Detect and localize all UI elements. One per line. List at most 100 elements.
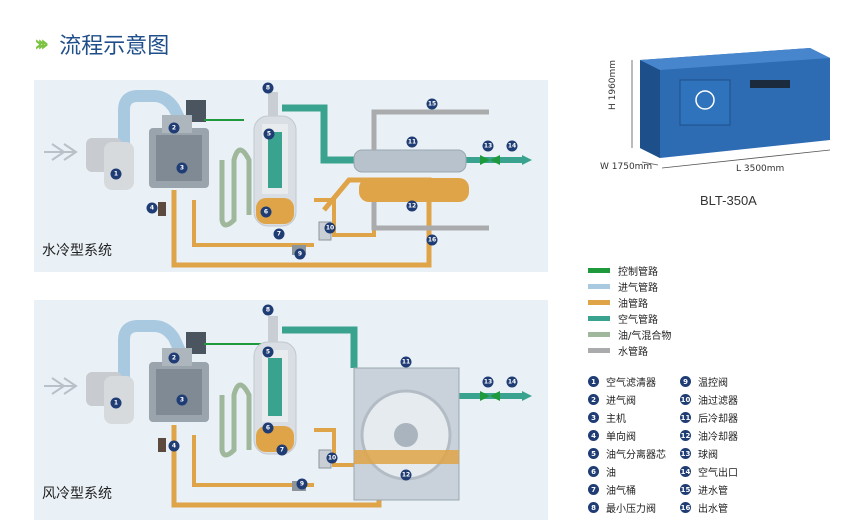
outlet-arrow-icon	[522, 391, 532, 401]
diagram-badge-number: 13	[484, 379, 492, 386]
air-caption: 风冷型系统	[42, 486, 112, 502]
legend-item: 水管路	[588, 342, 671, 358]
diagram-badge-circle	[176, 394, 188, 406]
legend-swatch	[588, 267, 610, 273]
diagram-badge-number: 6	[264, 209, 268, 216]
diagram-badge-circle	[482, 140, 494, 152]
page-title: ››› 流程示意图	[34, 28, 169, 60]
diagram-badge-circle	[326, 452, 338, 464]
diagram-badge-circle	[262, 82, 274, 94]
number-badge: 10	[680, 394, 691, 405]
water-in-pipe	[371, 109, 489, 150]
component-key-label: 油过滤器	[698, 396, 738, 407]
diagram-badge-number: 10	[326, 225, 334, 232]
diagram-badge-number: 9	[300, 481, 304, 488]
diagram-badge-circle	[168, 440, 180, 452]
air-pipe	[282, 104, 354, 164]
number-badge: 13	[680, 448, 691, 459]
oil-pipe-2	[192, 200, 314, 247]
diagram-badge-number: 4	[172, 443, 176, 450]
diagram-badge-circle	[276, 444, 288, 456]
number-badge: 3	[588, 412, 599, 423]
diagram-badge-circle	[324, 222, 336, 234]
diagram-badge-circle	[168, 352, 180, 364]
legend-label: 进气管路	[618, 282, 658, 294]
diagram-badge-number: 14	[508, 143, 516, 150]
component-key-label: 油气桶	[606, 486, 636, 497]
main-compressor	[149, 100, 209, 188]
diagram-badge-number: 6	[266, 425, 270, 432]
diagram-badge-circle	[262, 346, 274, 358]
diagram-badge-number: 8	[266, 85, 270, 92]
oil-cooler	[359, 178, 469, 202]
component-key-label: 油	[606, 468, 616, 479]
diagram-badge-circle	[294, 248, 306, 260]
number-badge: 16	[680, 502, 691, 513]
diagram-badge-circle	[400, 469, 412, 481]
diagram-badge-number: 11	[408, 139, 416, 146]
ball-valve-icon	[480, 391, 500, 401]
legend-label: 控制管路	[618, 266, 658, 278]
diagram-badge-number: 4	[150, 205, 154, 212]
diagram-badge-number: 12	[408, 203, 416, 210]
dim-length: L 3500mm	[736, 164, 785, 174]
legend-label: 水管路	[618, 346, 648, 358]
legend-item: 油管路	[588, 294, 671, 310]
diagram-badge-circle	[262, 422, 274, 434]
diagram-badge-circle	[296, 478, 308, 490]
legend-label: 空气管路	[618, 314, 658, 326]
air-filter	[86, 372, 134, 424]
diagram-badge-circle	[110, 168, 122, 180]
check-valve	[158, 438, 166, 452]
component-key-label: 主机	[606, 414, 626, 425]
legend-label: 油/气混合物	[618, 330, 672, 342]
component-key-item: 10 油过滤器	[680, 392, 830, 407]
water-out-pipe	[371, 202, 489, 231]
diagram-badge-number: 11	[402, 359, 410, 366]
diagram-badge-circle	[426, 234, 438, 246]
number-badge: 7	[588, 484, 599, 495]
number-badge: 11	[680, 412, 691, 423]
diagram-badge-circle	[482, 376, 494, 388]
intake-pipe	[118, 90, 190, 155]
diagram-badge-circle	[400, 356, 412, 368]
legend-item: 空气管路	[588, 310, 671, 326]
after-cooler	[353, 149, 467, 173]
number-badge: 8	[588, 502, 599, 513]
number-badge: 14	[680, 466, 691, 477]
component-key-label: 后冷却器	[698, 414, 738, 425]
diagram-badge-circle	[426, 98, 438, 110]
component-key-item: 11 后冷却器	[680, 410, 830, 425]
mix-pipe	[219, 382, 252, 458]
diagram-badge-circle	[406, 200, 418, 212]
component-key-item: 7 油气桶	[588, 482, 680, 497]
legend-item: 油/气混合物	[588, 326, 671, 342]
diagram-badge-circle	[262, 304, 274, 316]
check-valve	[158, 202, 166, 216]
legend-item: 控制管路	[588, 262, 671, 278]
ball-valve-icon	[480, 155, 500, 165]
diagram-badge-number: 16	[428, 237, 436, 244]
number-badge: 6	[588, 466, 599, 477]
diagram-badge-circle	[176, 162, 188, 174]
diagram-badge-circle	[273, 228, 285, 240]
diagram-badge-number: 5	[267, 131, 271, 138]
number-badge: 2	[588, 394, 599, 405]
legend-label: 油管路	[618, 298, 648, 310]
legend-swatch	[588, 315, 610, 321]
intake-pipe	[118, 320, 190, 388]
mix-pipe	[219, 147, 252, 228]
diagram-badge-number: 5	[266, 349, 270, 356]
separator-tank	[253, 316, 297, 455]
oil-pipe	[171, 177, 432, 268]
diagram-badge-circle	[406, 136, 418, 148]
